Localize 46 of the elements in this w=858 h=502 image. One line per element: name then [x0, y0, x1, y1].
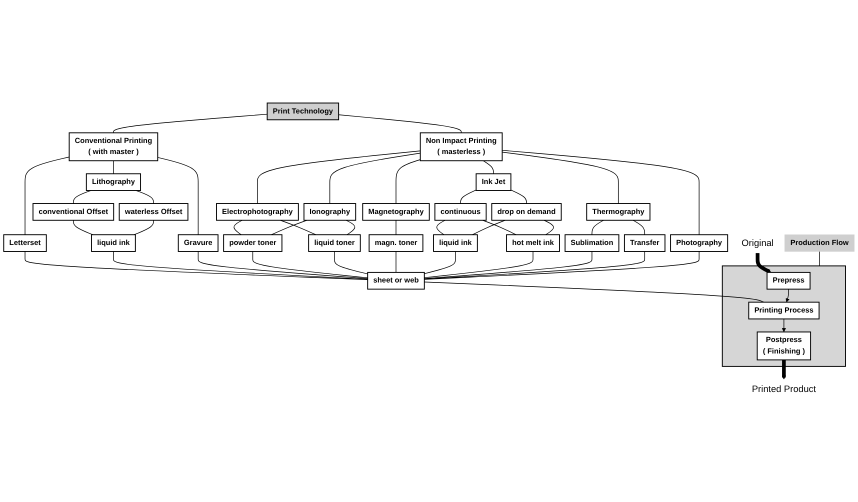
connector	[819, 251, 820, 266]
connector	[472, 220, 506, 236]
connector	[329, 152, 421, 204]
connector	[424, 251, 456, 274]
connector	[592, 220, 604, 236]
connector	[24, 156, 70, 236]
arrow	[786, 288, 790, 302]
connector	[460, 190, 476, 204]
connector	[482, 160, 494, 174]
arrow	[782, 318, 786, 332]
connector	[502, 152, 619, 204]
connector	[424, 251, 592, 279]
connector	[198, 251, 368, 279]
arrow	[756, 252, 772, 274]
connector	[234, 220, 242, 236]
connector	[134, 220, 154, 236]
connector	[632, 220, 646, 236]
connector	[157, 157, 199, 236]
connector	[280, 220, 316, 236]
connector	[257, 150, 421, 204]
node-text: Original	[742, 238, 774, 248]
connector	[113, 114, 268, 134]
connector	[113, 160, 114, 174]
connector	[436, 220, 446, 236]
connector	[334, 251, 368, 274]
connector	[113, 251, 368, 280]
connector	[424, 251, 646, 280]
connector	[396, 159, 421, 204]
connector	[424, 251, 534, 278]
connector	[24, 251, 368, 280]
connector	[424, 282, 764, 303]
connector	[72, 220, 94, 236]
connector	[482, 220, 516, 236]
connector	[136, 190, 154, 204]
connector	[424, 251, 700, 280]
node-text: Printed Product	[752, 384, 816, 394]
connector	[72, 190, 92, 204]
connector	[510, 190, 527, 204]
cluster	[722, 265, 846, 367]
connector	[346, 220, 356, 236]
connector	[271, 220, 308, 236]
arrow	[782, 359, 786, 380]
connector	[338, 114, 462, 134]
connector	[544, 220, 554, 236]
connector	[502, 150, 700, 236]
connector	[252, 251, 368, 278]
